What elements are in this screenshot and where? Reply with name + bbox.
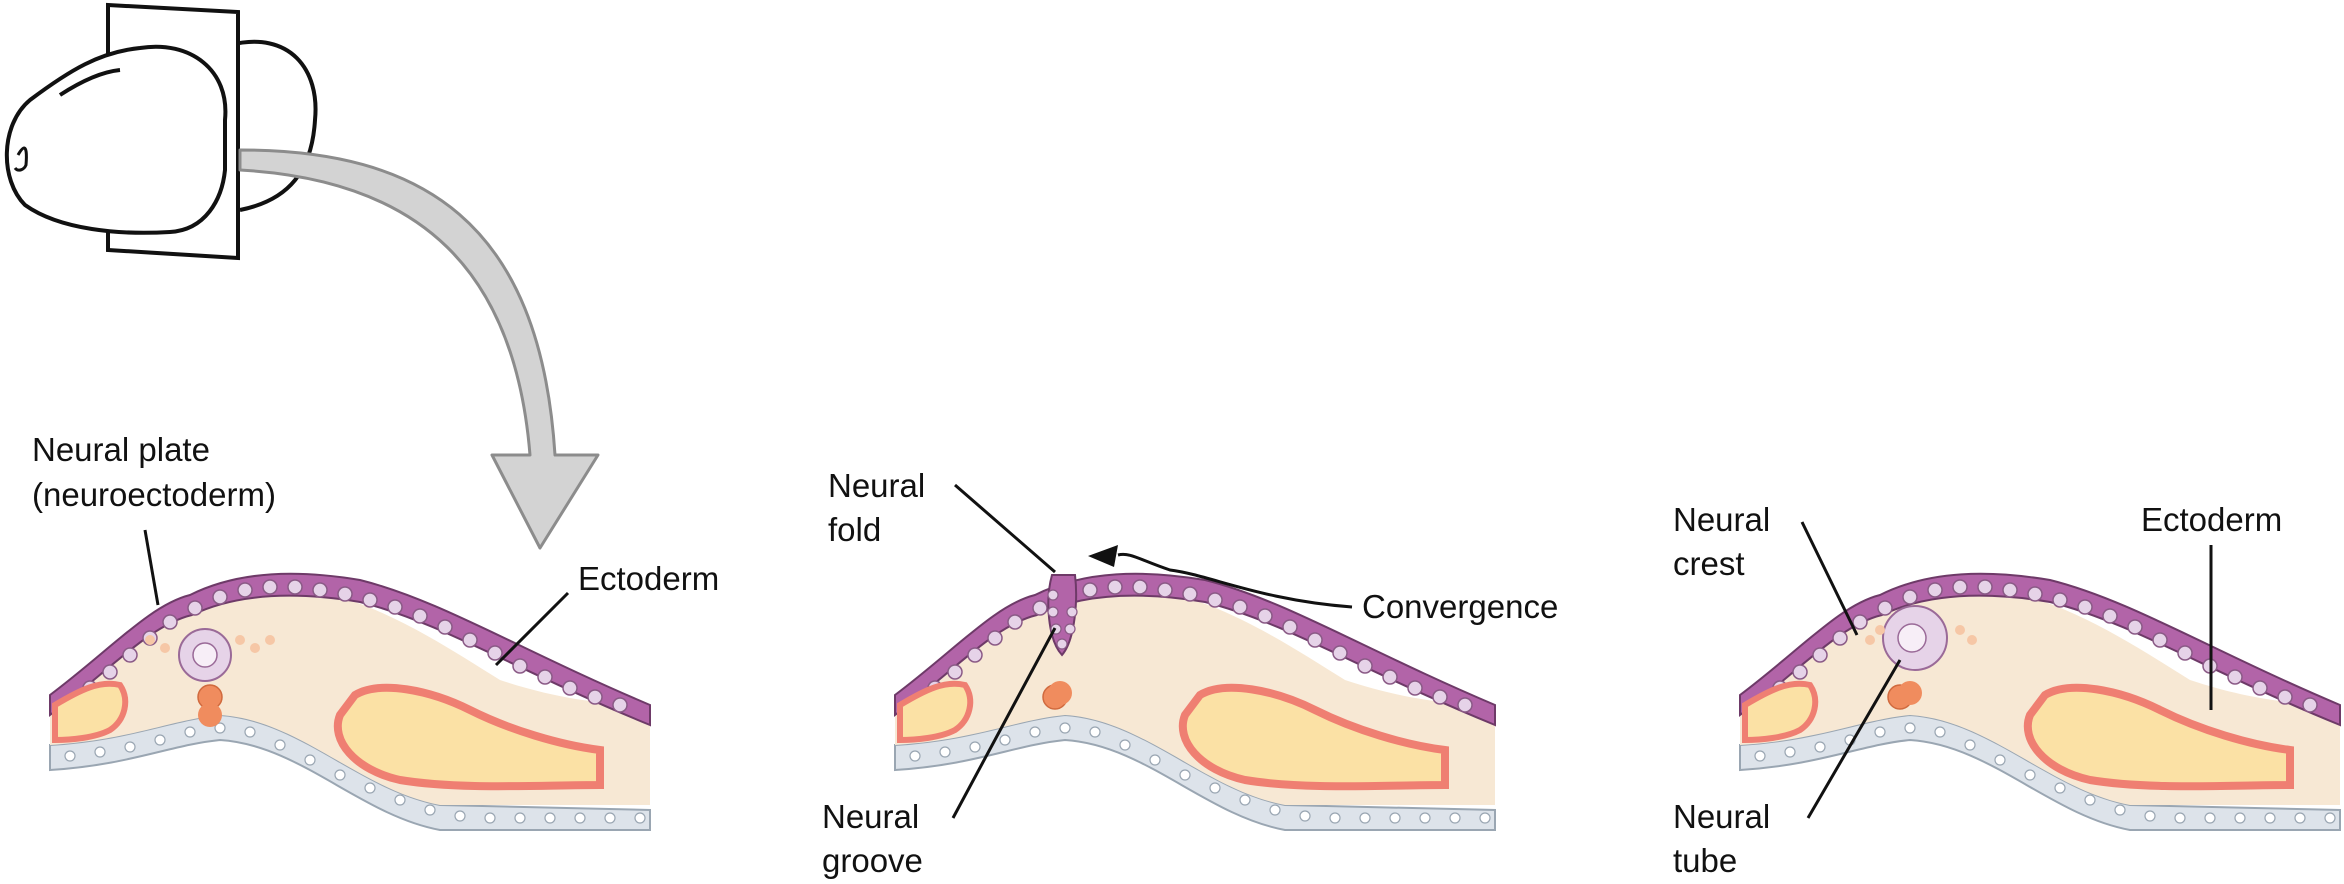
label-neural-plate: Neural plate: [32, 431, 210, 468]
label-ectoderm-3: Ectoderm: [2141, 501, 2282, 538]
label-convergence: Convergence: [1362, 588, 1558, 625]
label-neural-groove-line2: groove: [822, 842, 923, 879]
label-ectoderm-1: Ectoderm: [578, 560, 719, 597]
label-neural-tube-line1: Neural: [1673, 798, 1770, 835]
panel-neural-fold: Neural fold Convergence Neural groove: [822, 467, 1558, 879]
label-neuroectoderm: (neuroectoderm): [32, 476, 276, 513]
label-neural-crest-line1: Neural: [1673, 501, 1770, 538]
label-neural-crest-line2: crest: [1673, 545, 1745, 582]
label-neural-groove-line1: Neural: [822, 798, 919, 835]
panel-neural-tube: Neural crest Ectoderm Neural tube: [1673, 501, 2340, 879]
label-neural-fold-line1: Neural: [828, 467, 925, 504]
label-neural-fold-line2: fold: [828, 511, 881, 548]
panel-neural-plate: Neural plate (neuroectoderm) Ectoderm: [32, 431, 719, 830]
curved-arrow-icon: [238, 148, 600, 550]
label-neural-tube-line2: tube: [1673, 842, 1737, 879]
embryo-sketch: [4, 2, 318, 261]
